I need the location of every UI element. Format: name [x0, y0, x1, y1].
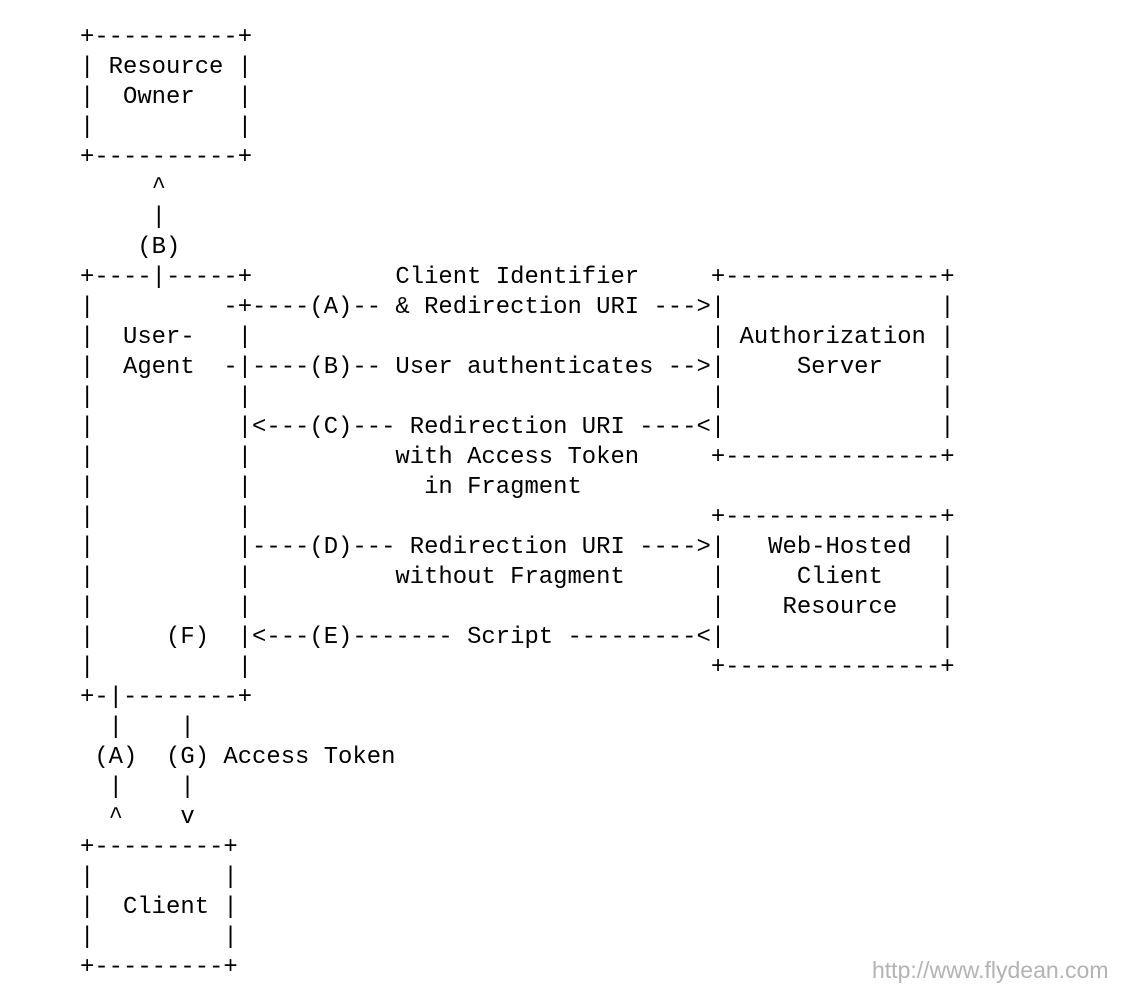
diagram-line: | | +---------------+: [80, 504, 955, 531]
diagram-line: +---------+: [80, 954, 238, 981]
diagram-line: | -+----(A)-- & Redirection URI --->| |: [80, 294, 955, 321]
diagram-line: (B): [80, 234, 181, 261]
diagram-line: | |: [80, 714, 195, 741]
diagram-line: | User- | | Authorization |: [80, 324, 955, 351]
diagram-line: +---------+: [80, 834, 238, 861]
diagram-line: | Agent -|----(B)-- User authenticates -…: [80, 354, 955, 381]
diagram-line: | | without Fragment | Client |: [80, 564, 955, 591]
diagram-line: | | | Resource |: [80, 594, 955, 621]
diagram-line: | |----(D)--- Redirection URI ---->| Web…: [80, 534, 955, 561]
site-watermark: http://www.flydean.com: [872, 957, 1109, 983]
diagram-line: | | with Access Token +---------------+: [80, 444, 955, 471]
diagram-line: | Owner |: [80, 84, 253, 111]
diagram-line: | | | |: [80, 384, 955, 411]
diagram-line: +----------+: [80, 144, 253, 171]
diagram-line: | Resource |: [80, 54, 253, 81]
diagram-line: | |: [80, 114, 253, 141]
diagram-line: | | +---------------+: [80, 654, 955, 681]
diagram-line: ^ v: [80, 804, 195, 831]
diagram-line: | |: [80, 924, 238, 951]
diagram-line: +----|-----+ Client Identifier +--------…: [80, 264, 955, 291]
diagram-line: +-|--------+: [80, 684, 253, 711]
diagram-line: +----------+: [80, 24, 253, 51]
diagram-line: | | in Fragment: [80, 474, 582, 501]
diagram-line: (A) (G) Access Token: [80, 744, 396, 771]
oauth-implicit-grant-flow-diagram: +----------+ | Resource | | Owner | | | +---…: [80, 23, 955, 983]
diagram-line: | |: [80, 774, 195, 801]
diagram-line: ^: [80, 174, 167, 201]
diagram-line: | Client |: [80, 894, 238, 921]
diagram-line: | |: [80, 864, 238, 891]
diagram-line: | |<---(C)--- Redirection URI ----<| |: [80, 414, 955, 441]
diagram-line: | (F) |<---(E)------- Script ---------<|…: [80, 624, 955, 651]
diagram-line: |: [80, 204, 167, 231]
